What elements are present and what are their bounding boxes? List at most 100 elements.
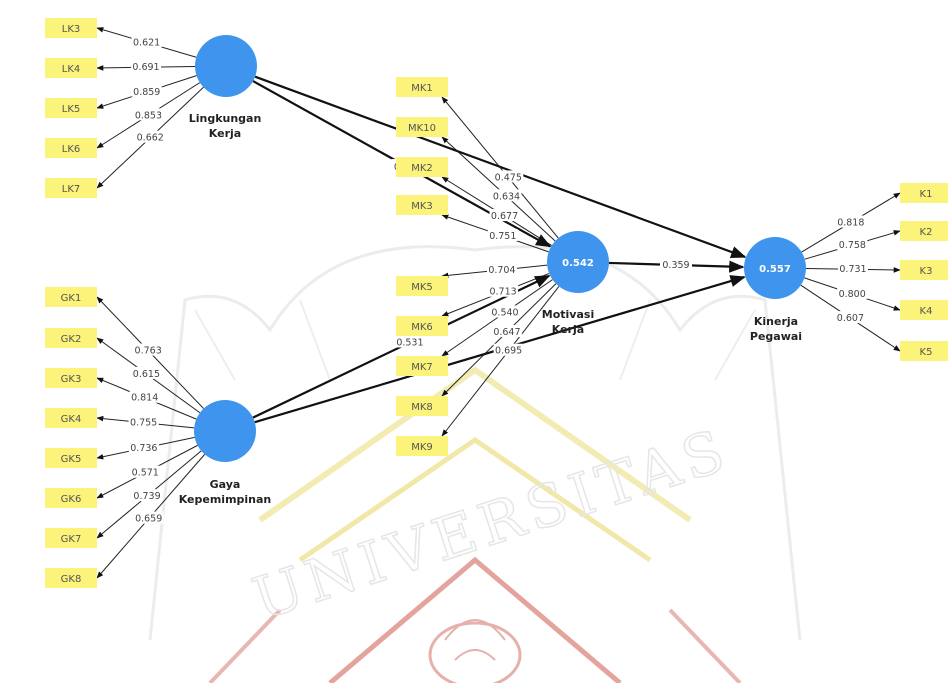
loading-arrow-mk10 [441,136,556,242]
indicator-label: LK5 [62,104,81,115]
indicator-label: GK4 [61,414,82,425]
loading-label-bg [131,35,162,48]
construct-label-line1: Lingkungan [189,112,262,125]
loading-label-mk10: 0.634 [493,191,520,202]
path-gaya-to-motivasi-coefficient: 0.531 [396,337,423,348]
watermark-text: UNIVERSITAS [245,415,738,633]
indicator-label: MK3 [411,201,433,212]
loading-arrow-mk7 [441,279,553,357]
indicator-mk8[interactable]: MK8 [396,396,448,416]
loading-label-mk9: 0.695 [495,346,522,357]
indicator-label: K3 [920,266,933,277]
loading-label-gk7: 0.739 [133,491,160,502]
loading-label-mk5: 0.704 [488,265,515,276]
loading-label-bg [128,415,159,428]
indicator-label: K2 [920,227,933,238]
loading-label-bg [487,229,518,242]
loading-label-bg [486,262,517,275]
indicator-mk7[interactable]: MK7 [396,356,448,376]
indicator-label: GK8 [61,574,82,585]
loading-label-bg [493,170,524,183]
indicator-k3[interactable]: K3 [900,260,948,280]
construct-motivasi-kerja[interactable]: 0.542 Motivasi Kerja [542,231,609,336]
indicator-lk5[interactable]: LK5 [45,98,97,118]
loading-label-mk1: 0.475 [495,172,522,183]
loading-label-bg [129,390,160,403]
indicator-label: GK1 [61,293,82,304]
indicator-k2[interactable]: K2 [900,221,948,241]
construct-label-line2: Kerja [552,323,584,336]
indicator-label: LK3 [62,24,81,35]
path-coefficient-bg [393,334,426,348]
indicator-label: GK6 [61,494,82,505]
loading-label-mk2: 0.677 [491,211,518,222]
indicator-mk2[interactable]: MK2 [396,157,448,177]
indicator-label: GK3 [61,374,82,385]
loading-label-k4: 0.800 [839,289,866,300]
indicator-mk10[interactable]: MK10 [396,117,448,137]
construct-kinerja-pegawai[interactable]: 0.557 Kinerja Pegawai [744,237,806,343]
indicator-gk5[interactable]: GK5 [45,448,97,468]
path-motivasi-to-kinerja-coefficient: 0.359 [662,260,689,271]
indicator-gk4[interactable]: GK4 [45,408,97,428]
indicator-label: MK9 [411,442,433,453]
indicator-gk7[interactable]: GK7 [45,528,97,548]
indicator-k1[interactable]: K1 [900,183,948,203]
loading-label-bg [489,209,520,222]
construct-lingkungan-kerja[interactable]: Lingkungan Kerja [189,35,262,140]
construct-label-line1: Motivasi [542,308,594,321]
loading-label-bg [131,60,162,73]
indicator-mk5[interactable]: MK5 [396,276,448,296]
indicator-lk3[interactable]: LK3 [45,18,97,38]
indicator-k5[interactable]: K5 [900,341,948,361]
indicator-label: MK6 [411,322,433,333]
indicator-gk3[interactable]: GK3 [45,368,97,388]
indicator-gk1[interactable]: GK1 [45,287,97,307]
indicator-label: K5 [920,347,933,358]
loading-label-bg [493,343,524,356]
loading-label-bg [132,489,163,502]
indicator-lk4[interactable]: LK4 [45,58,97,78]
indicator-gk6[interactable]: GK6 [45,488,97,508]
indicator-mk3[interactable]: MK3 [396,195,448,215]
loading-label-mk6: 0.713 [489,287,516,298]
indicator-k4[interactable]: K4 [900,300,948,320]
loading-label-bg [491,189,522,202]
indicator-label: MK7 [411,362,433,373]
r-squared-value: 0.557 [759,264,791,275]
indicator-label: MK5 [411,282,433,293]
indicator-lk7[interactable]: LK7 [45,178,97,198]
construct-label-line2: Kepemimpinan [179,493,272,506]
indicator-gk8[interactable]: GK8 [45,568,97,588]
construct-label-line1: Kinerja [754,315,798,328]
loading-label-gk8: 0.659 [135,514,162,525]
indicator-label: LK4 [62,64,81,75]
loading-label-mk8: 0.647 [493,327,520,338]
indicator-label: MK1 [411,83,433,94]
loading-label-bg [131,84,162,97]
construct-gaya-kepemimpinan[interactable]: Gaya Kepemimpinan [179,400,272,506]
indicator-mk6[interactable]: MK6 [396,316,448,336]
loading-labels: 0.6210.6910.8590.8530.6620.7630.6150.814… [128,35,868,525]
loading-label-gk3: 0.814 [131,393,158,404]
loading-label-lk3: 0.621 [133,38,160,49]
indicator-mk1[interactable]: MK1 [396,77,448,97]
loading-label-bg [135,130,166,143]
loading-label-bg [128,441,159,454]
loading-arrow-mk8 [441,283,557,397]
loading-label-bg [133,108,164,121]
loading-label-bg [130,465,161,478]
loading-label-bg [491,325,522,338]
loading-label-bg [835,311,866,324]
indicator-lk6[interactable]: LK6 [45,138,97,158]
loading-label-gk5: 0.736 [130,443,157,454]
indicator-mk9[interactable]: MK9 [396,436,448,456]
loading-label-gk2: 0.615 [133,369,160,380]
indicator-label: GK5 [61,454,82,465]
loading-label-bg [133,343,164,356]
loading-label-mk7: 0.540 [491,307,518,318]
loading-label-bg [837,286,868,299]
indicator-label: GK2 [61,334,82,345]
indicator-gk2[interactable]: GK2 [45,328,97,348]
